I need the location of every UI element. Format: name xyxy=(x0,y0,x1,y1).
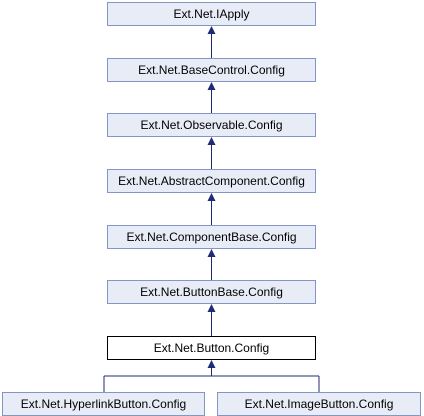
inheritance-arrowhead xyxy=(207,26,216,34)
inheritance-arrowhead xyxy=(207,249,216,257)
node-iapply[interactable]: Ext.Net.IApply xyxy=(107,2,316,26)
node-basecontrol-config[interactable]: Ext.Net.BaseControl.Config xyxy=(107,58,316,82)
inheritance-arrowhead xyxy=(207,82,216,90)
inheritance-arrowhead xyxy=(207,137,216,145)
inheritance-arrowhead xyxy=(207,193,216,201)
node-buttonbase-config[interactable]: Ext.Net.ButtonBase.Config xyxy=(107,280,316,304)
node-hyperlinkbutton-config[interactable]: Ext.Net.HyperlinkButton.Config xyxy=(2,392,205,416)
node-abstractcomponent-config[interactable]: Ext.Net.AbstractComponent.Config xyxy=(107,169,316,193)
inheritance-arrowhead xyxy=(207,360,216,368)
node-imagebutton-config[interactable]: Ext.Net.ImageButton.Config xyxy=(217,392,421,416)
inheritance-arrowhead xyxy=(207,304,216,312)
node-componentbase-config[interactable]: Ext.Net.ComponentBase.Config xyxy=(107,225,316,249)
node-button-config: Ext.Net.Button.Config xyxy=(107,336,316,360)
node-observable-config[interactable]: Ext.Net.Observable.Config xyxy=(107,113,316,137)
